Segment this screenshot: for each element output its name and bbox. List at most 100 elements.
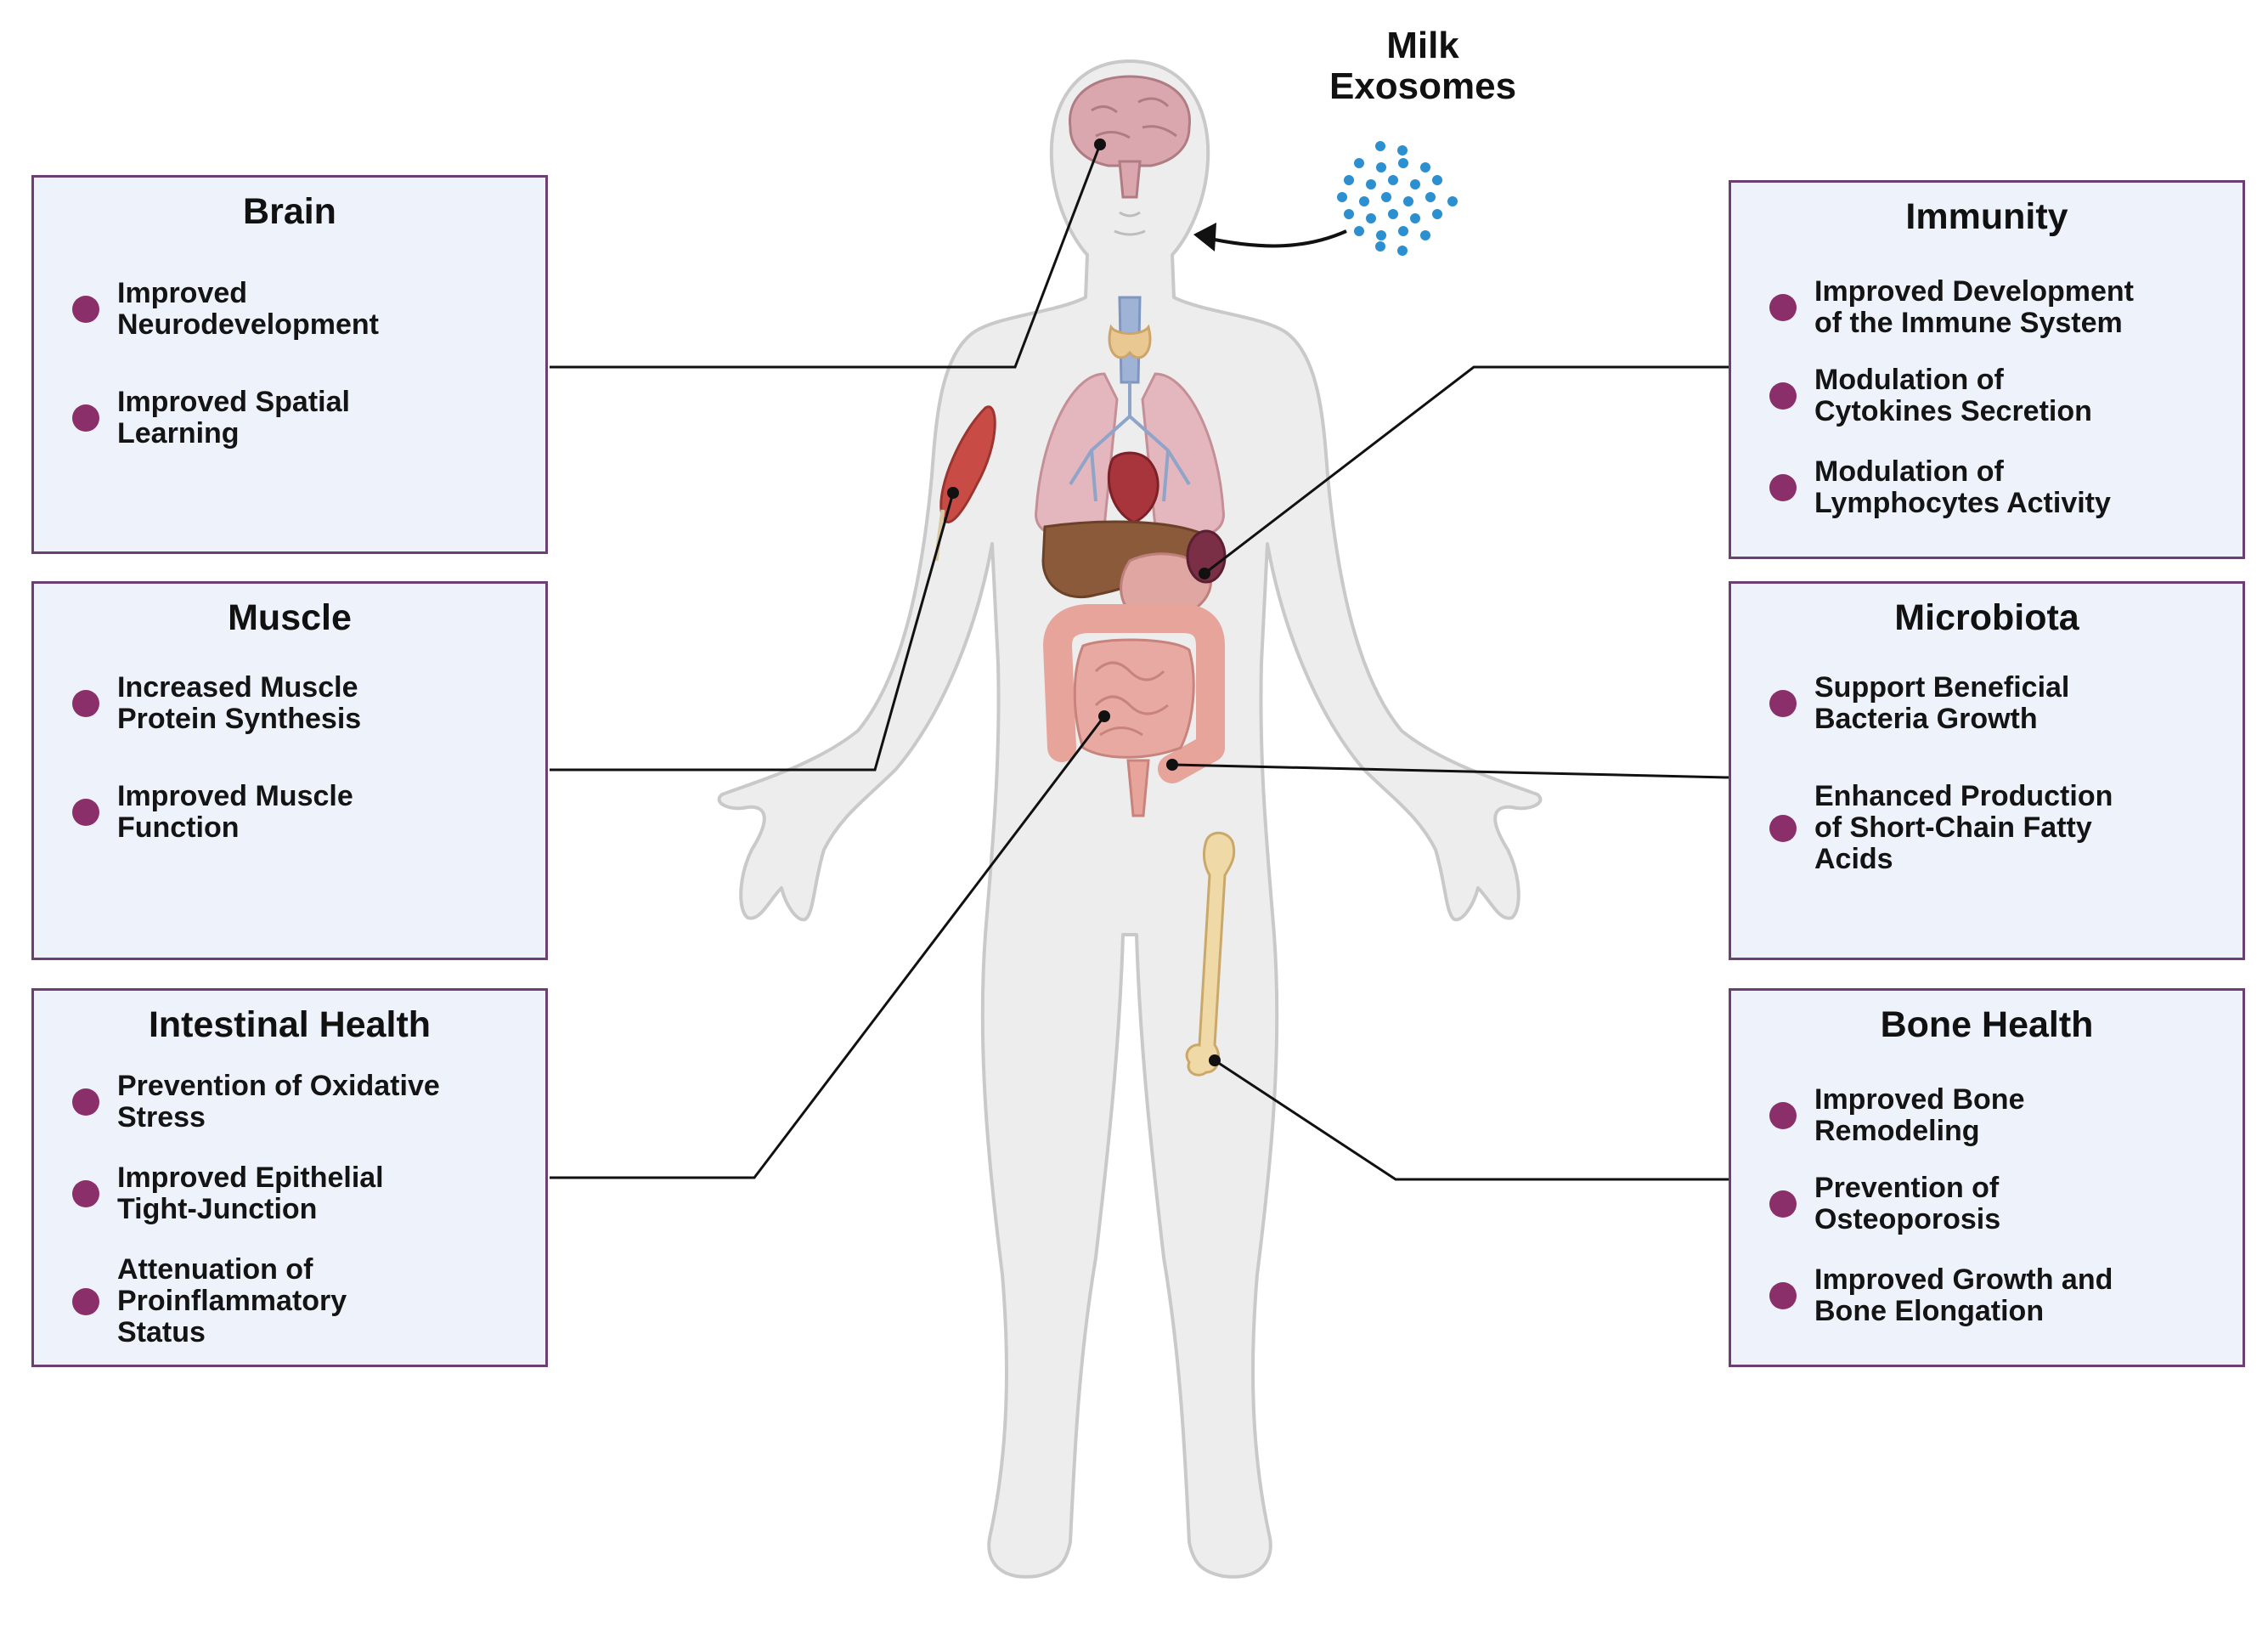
bullet-dot-icon <box>1769 690 1797 717</box>
panel-item-line: Improved Growth and <box>1814 1263 2113 1296</box>
panel-item-line: Modulation of <box>1814 364 2004 396</box>
panel-item-line: Improved <box>117 277 248 309</box>
panel-item-line: Bone Elongation <box>1814 1295 2045 1327</box>
exosome-particle <box>1388 175 1398 185</box>
bullet-dot-icon <box>1769 814 1797 842</box>
femur-bone <box>1185 832 1236 1077</box>
panel-item-line: Increased Muscle <box>117 671 358 704</box>
bronchi <box>1069 382 1191 502</box>
human-body-figure <box>717 59 1543 1579</box>
milk-exosomes-label-line-1: Milk <box>1386 25 1459 66</box>
bullet-dot-icon <box>72 799 99 826</box>
small-intestine <box>1073 638 1195 759</box>
exosome-particle <box>1366 213 1376 223</box>
exosome-arrow <box>1205 229 1347 248</box>
bullet-dot-icon <box>72 1088 99 1116</box>
panel-item-line: Remodeling <box>1814 1115 1980 1147</box>
exosome-particle <box>1420 162 1430 172</box>
exosome-particle <box>1410 179 1420 189</box>
face-nose <box>1119 211 1141 218</box>
bullet-dot-icon <box>1769 1190 1797 1218</box>
exosome-particle <box>1425 192 1436 202</box>
panel-item-line: Attenuation of <box>117 1253 313 1286</box>
exosome-particle <box>1398 158 1408 168</box>
exosome-particle <box>1432 175 1442 185</box>
panel-title: Microbiota <box>1894 597 2079 638</box>
panel-item-line: Status <box>117 1316 206 1348</box>
bullet-dot-icon <box>72 1180 99 1207</box>
milk-exosome-particles <box>1337 141 1458 256</box>
exosome-particle <box>1354 226 1364 236</box>
exosome-particle <box>1344 209 1354 219</box>
panel-item-line: of the Immune System <box>1814 307 2123 339</box>
thyroid <box>1108 324 1152 359</box>
exosome-particle <box>1410 213 1420 223</box>
panel-item-line: Proinflammatory <box>117 1285 347 1317</box>
exosome-particle <box>1337 192 1347 202</box>
panel-item-line: Neurodevelopment <box>117 308 379 341</box>
exosome-particle <box>1420 230 1430 240</box>
panel-item-line: Prevention of <box>1814 1172 2000 1204</box>
endpoint-immunity <box>1199 568 1210 579</box>
bullet-dot-icon <box>1769 1282 1797 1309</box>
exosome-particle <box>1366 179 1376 189</box>
face-mouth <box>1114 229 1146 236</box>
organs <box>934 75 1236 1077</box>
connector-immunity <box>1204 365 1729 575</box>
connector-bone <box>1214 1059 1729 1181</box>
bullet-dot-icon <box>72 404 99 432</box>
brain-stem <box>1118 160 1142 199</box>
endpoint-brain <box>1094 138 1106 150</box>
panel-item-line: Osteoporosis <box>1814 1203 2001 1235</box>
connector-muscle <box>550 492 955 772</box>
panel-item-line: Prevention of Oxidative <box>117 1070 440 1102</box>
endpoint-intestinal <box>1098 710 1110 722</box>
large-intestine <box>1043 604 1225 783</box>
exosome-particle <box>1376 162 1386 172</box>
panel-item-line: Stress <box>117 1101 206 1133</box>
exosome-particle <box>1359 196 1369 206</box>
exosome-particle <box>1375 141 1385 151</box>
exosome-particle <box>1397 246 1408 256</box>
body-outline <box>717 59 1543 1579</box>
panel-item-line: Support Beneficial <box>1814 671 2070 704</box>
exosome-particle <box>1403 196 1413 206</box>
exosome-particle <box>1375 241 1385 252</box>
exosome-particle <box>1376 230 1386 240</box>
exosome-arrowhead <box>1193 223 1216 252</box>
milk-exosomes-label-line-2: Exosomes <box>1329 65 1517 107</box>
bullet-dot-icon <box>72 296 99 323</box>
endpoint-microbiota <box>1166 759 1178 771</box>
exosome-particle <box>1381 192 1391 202</box>
panel-item-line: Improved Spatial <box>117 386 350 418</box>
panel-item-line: Bacteria Growth <box>1814 703 2038 735</box>
panel-item-line: Improved Epithelial <box>117 1162 384 1194</box>
milk-exosomes-label: Milk Exosomes <box>1325 25 1520 107</box>
panel-item-line: Improved Bone <box>1814 1083 2025 1116</box>
panel-item-line: Acids <box>1814 843 1893 875</box>
panel-title: Immunity <box>1905 196 2068 237</box>
endpoint-muscle <box>947 487 959 499</box>
panel-item-line: Cytokines Secretion <box>1814 395 2092 427</box>
bullet-dot-icon <box>1769 474 1797 501</box>
exosome-particle <box>1344 175 1354 185</box>
exosome-particle <box>1398 226 1408 236</box>
bullet-dot-icon <box>1769 1102 1797 1129</box>
panel-item-line: Enhanced Production <box>1814 780 2113 812</box>
panel-title: Muscle <box>228 597 352 638</box>
